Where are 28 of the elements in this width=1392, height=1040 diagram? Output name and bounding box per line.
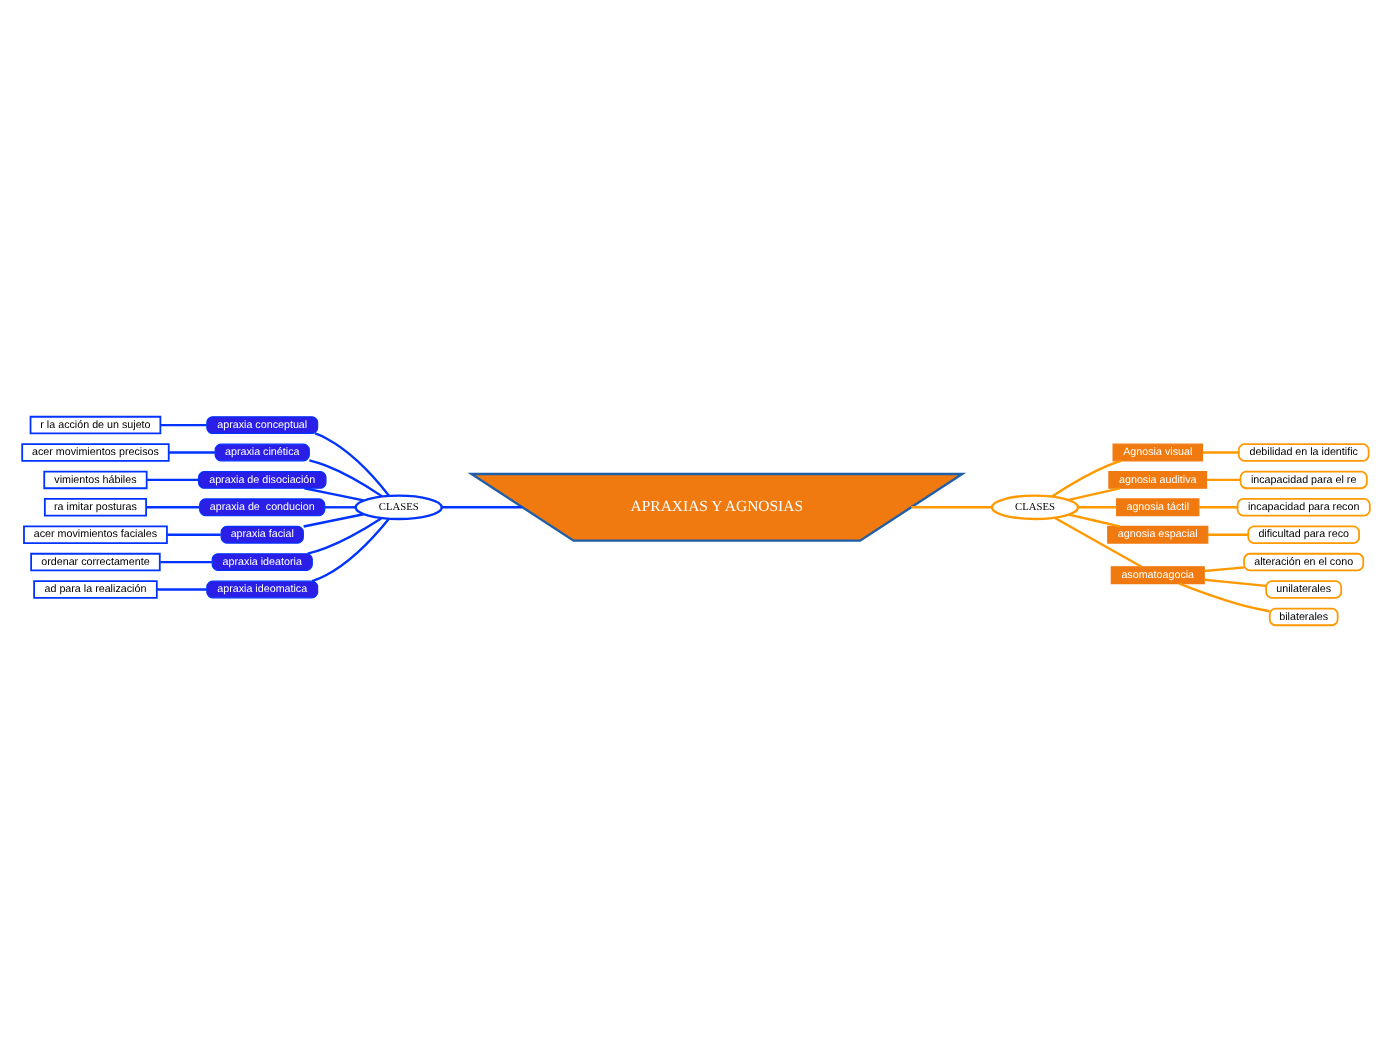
connector [441, 505, 523, 508]
connector [1068, 512, 1120, 527]
connector [1178, 581, 1270, 612]
connector [304, 486, 364, 501]
connector [314, 431, 390, 496]
connector [1207, 532, 1248, 535]
connector [1202, 450, 1239, 453]
connector [311, 517, 390, 582]
connector [1204, 565, 1244, 572]
connector [1068, 486, 1120, 501]
connector [1204, 577, 1267, 587]
connector [146, 505, 200, 508]
connector [168, 450, 215, 453]
connector [160, 559, 212, 563]
connector [303, 512, 364, 527]
connector [309, 458, 383, 497]
connector [167, 532, 221, 535]
connector [1077, 505, 1117, 508]
connector [156, 587, 207, 590]
connector [1206, 477, 1241, 481]
connector [911, 505, 992, 508]
connector [160, 422, 207, 426]
connector [1054, 515, 1143, 567]
connector [307, 516, 382, 554]
connector [325, 505, 356, 508]
connector [1198, 505, 1238, 508]
connector [146, 477, 199, 481]
connector [1051, 458, 1122, 497]
